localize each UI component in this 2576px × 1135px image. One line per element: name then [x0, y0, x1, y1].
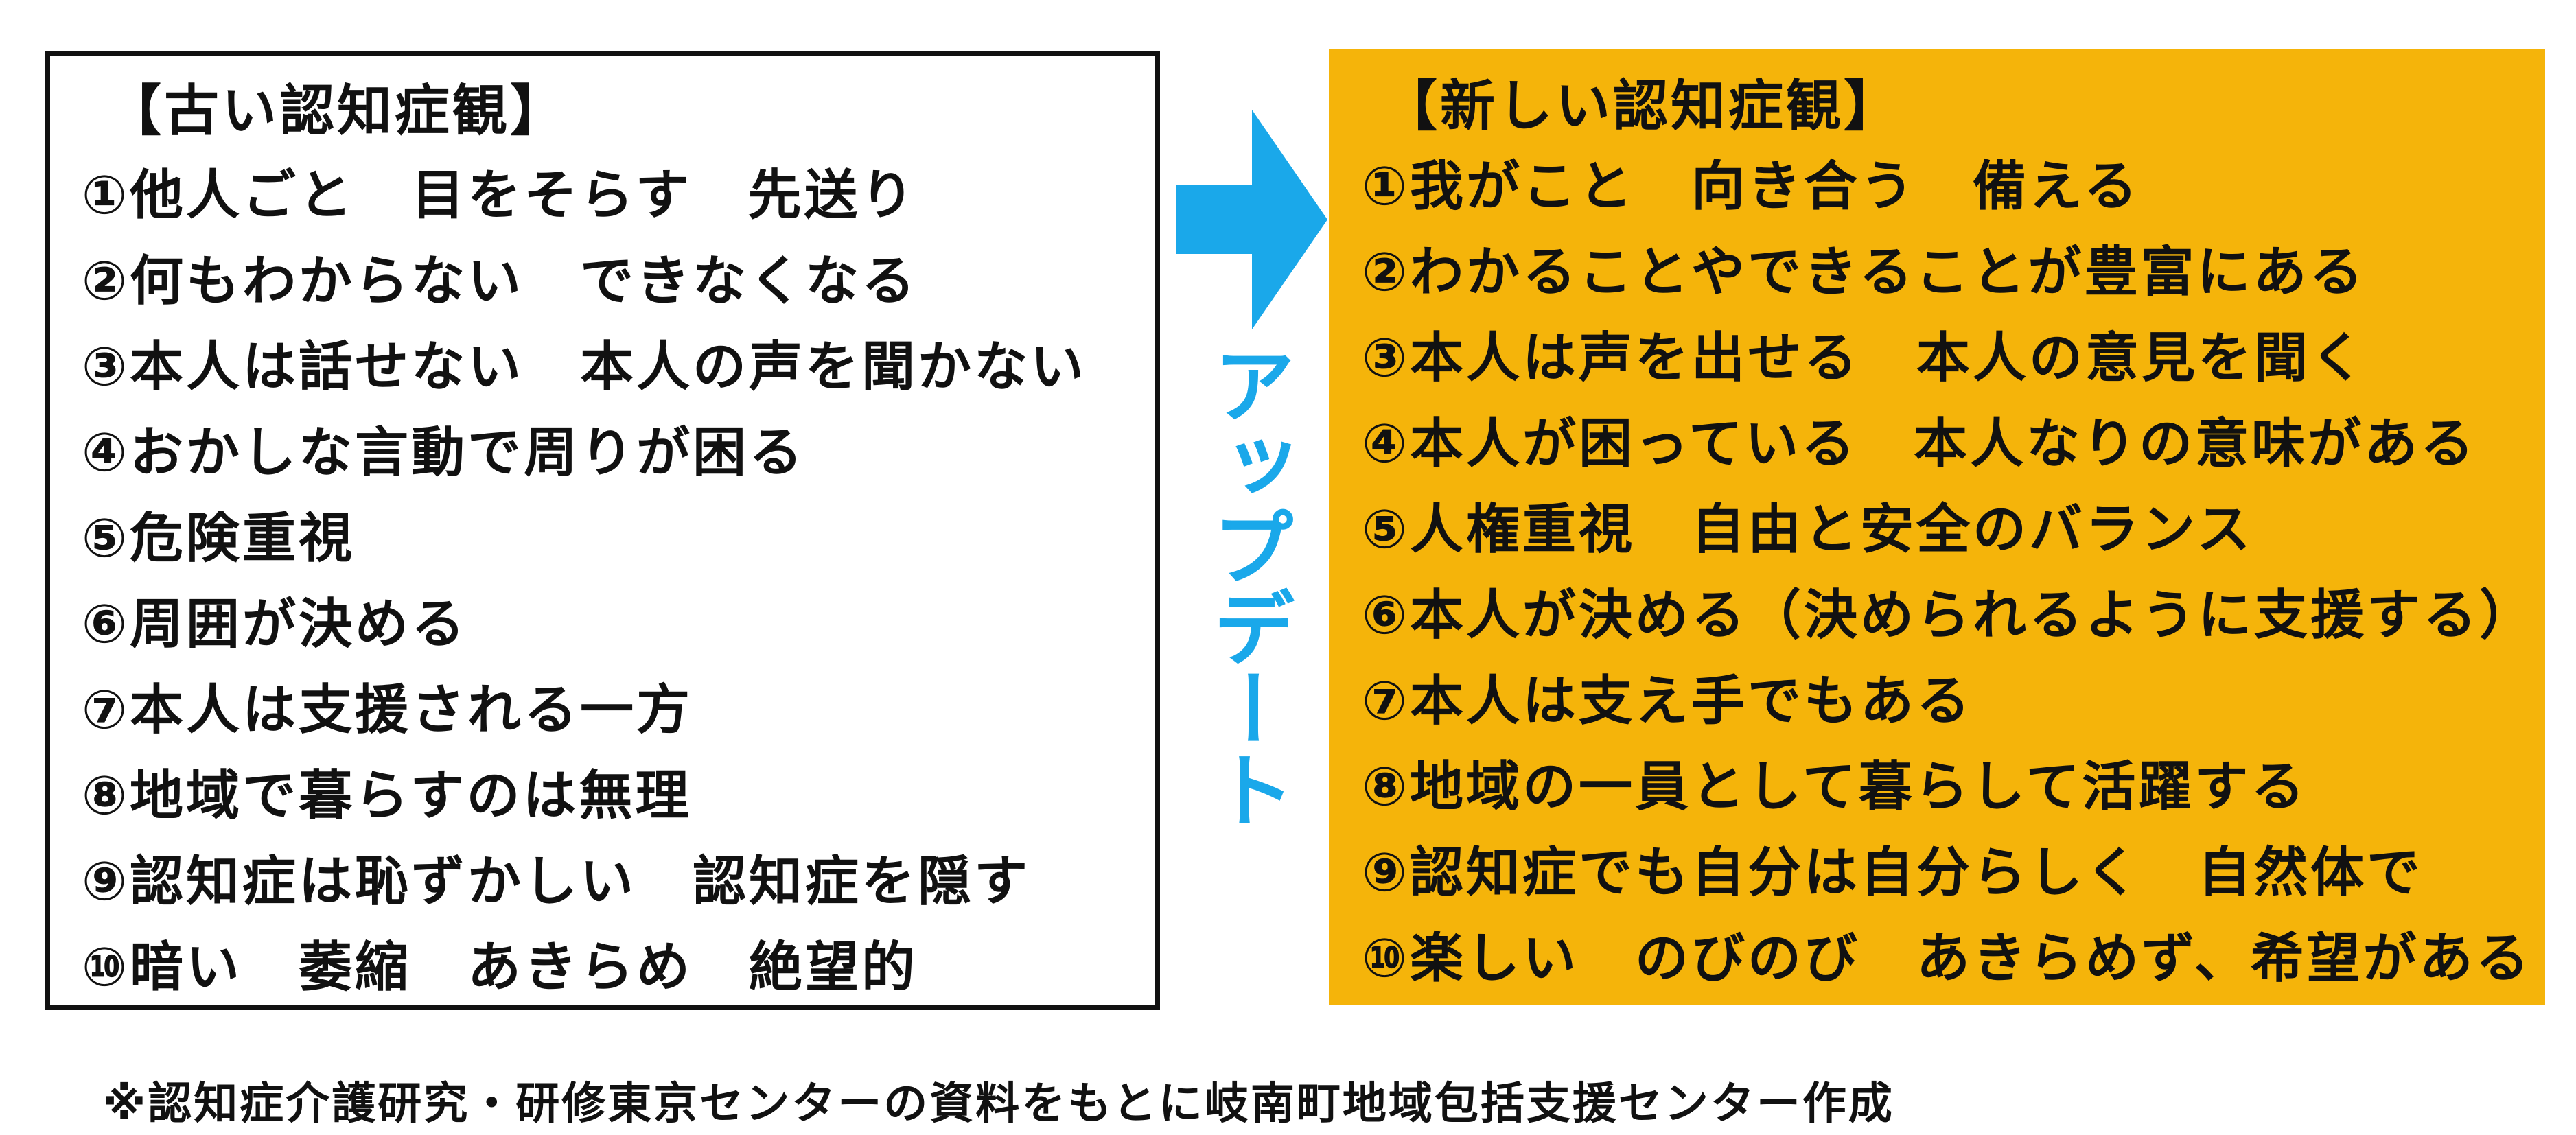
old-view-title: 【古い認知症観】 — [106, 79, 568, 143]
source-footnote: ※認知症介護研究・研修東京センターの資料をもとに岐南町地域包括支援センター作成 — [103, 1079, 1894, 1130]
old-view-item-2: ②何もわからない できなくなる — [82, 250, 918, 312]
old-view-item-7: ⑦本人は支援される一方 — [82, 679, 693, 741]
new-view-item-9: ⑨認知症でも自分は自分らしく 自然体で — [1362, 842, 2424, 904]
new-view-list: ①我がこと 向き合う 備える ②わかることやできることが豊富にある ③本人は声を… — [1362, 144, 2536, 1002]
old-view-item-1: ①他人ごと 目をそらす 先送り — [82, 165, 917, 226]
old-view-item-3: ③本人は話せない 本人の声を聞かない — [82, 336, 1087, 398]
new-view-item-6: ⑥本人が決める（決められるように支援する） — [1362, 585, 2536, 646]
old-view-item-5: ⑤危険重視 — [82, 508, 356, 570]
update-label: アップデート — [1198, 343, 1294, 829]
new-dementia-view-panel: 【新しい認知症観】 ①我がこと 向き合う 備える ②わかることやできることが豊富… — [1329, 49, 2545, 1005]
new-view-item-3: ③本人は声を出せる 本人の意見を聞く — [1362, 327, 2367, 389]
old-dementia-view-panel: 【古い認知症観】 ①他人ごと 目をそらす 先送り ②何もわからない できなくなる… — [45, 51, 1160, 1010]
old-view-list: ①他人ごと 目をそらす 先送り ②何もわからない できなくなる ③本人は話せない… — [82, 153, 1087, 1011]
new-view-item-8: ⑧地域の一員として暮らして活躍する — [1362, 756, 2308, 818]
new-view-item-7: ⑦本人は支え手でもある — [1362, 670, 1973, 732]
new-view-item-10: ⑩楽しい のびのび あきらめず、希望がある — [1362, 928, 2532, 990]
old-view-item-10: ⑩暗い 萎縮 あきらめ 絶望的 — [82, 937, 918, 998]
new-view-item-4: ④本人が困っている 本人なりの意味がある — [1362, 413, 2477, 475]
old-view-item-9: ⑨認知症は恥ずかしい 認知症を隠す — [82, 851, 1031, 913]
old-view-item-6: ⑥周囲が決める — [82, 594, 468, 655]
old-view-item-4: ④おかしな言動で周りが困る — [82, 422, 806, 484]
new-view-item-5: ⑤人権重視 自由と安全のバランス — [1362, 499, 2253, 561]
new-view-item-2: ②わかることやできることが豊富にある — [1362, 242, 2366, 303]
new-view-item-1: ①我がこと 向き合う 備える — [1362, 156, 2140, 218]
old-view-item-8: ⑧地域で暮らすのは無理 — [82, 765, 692, 827]
arrow-shape — [1176, 110, 1327, 329]
new-view-title: 【新しい認知症観】 — [1382, 74, 1901, 138]
right-arrow-icon — [1176, 110, 1327, 329]
